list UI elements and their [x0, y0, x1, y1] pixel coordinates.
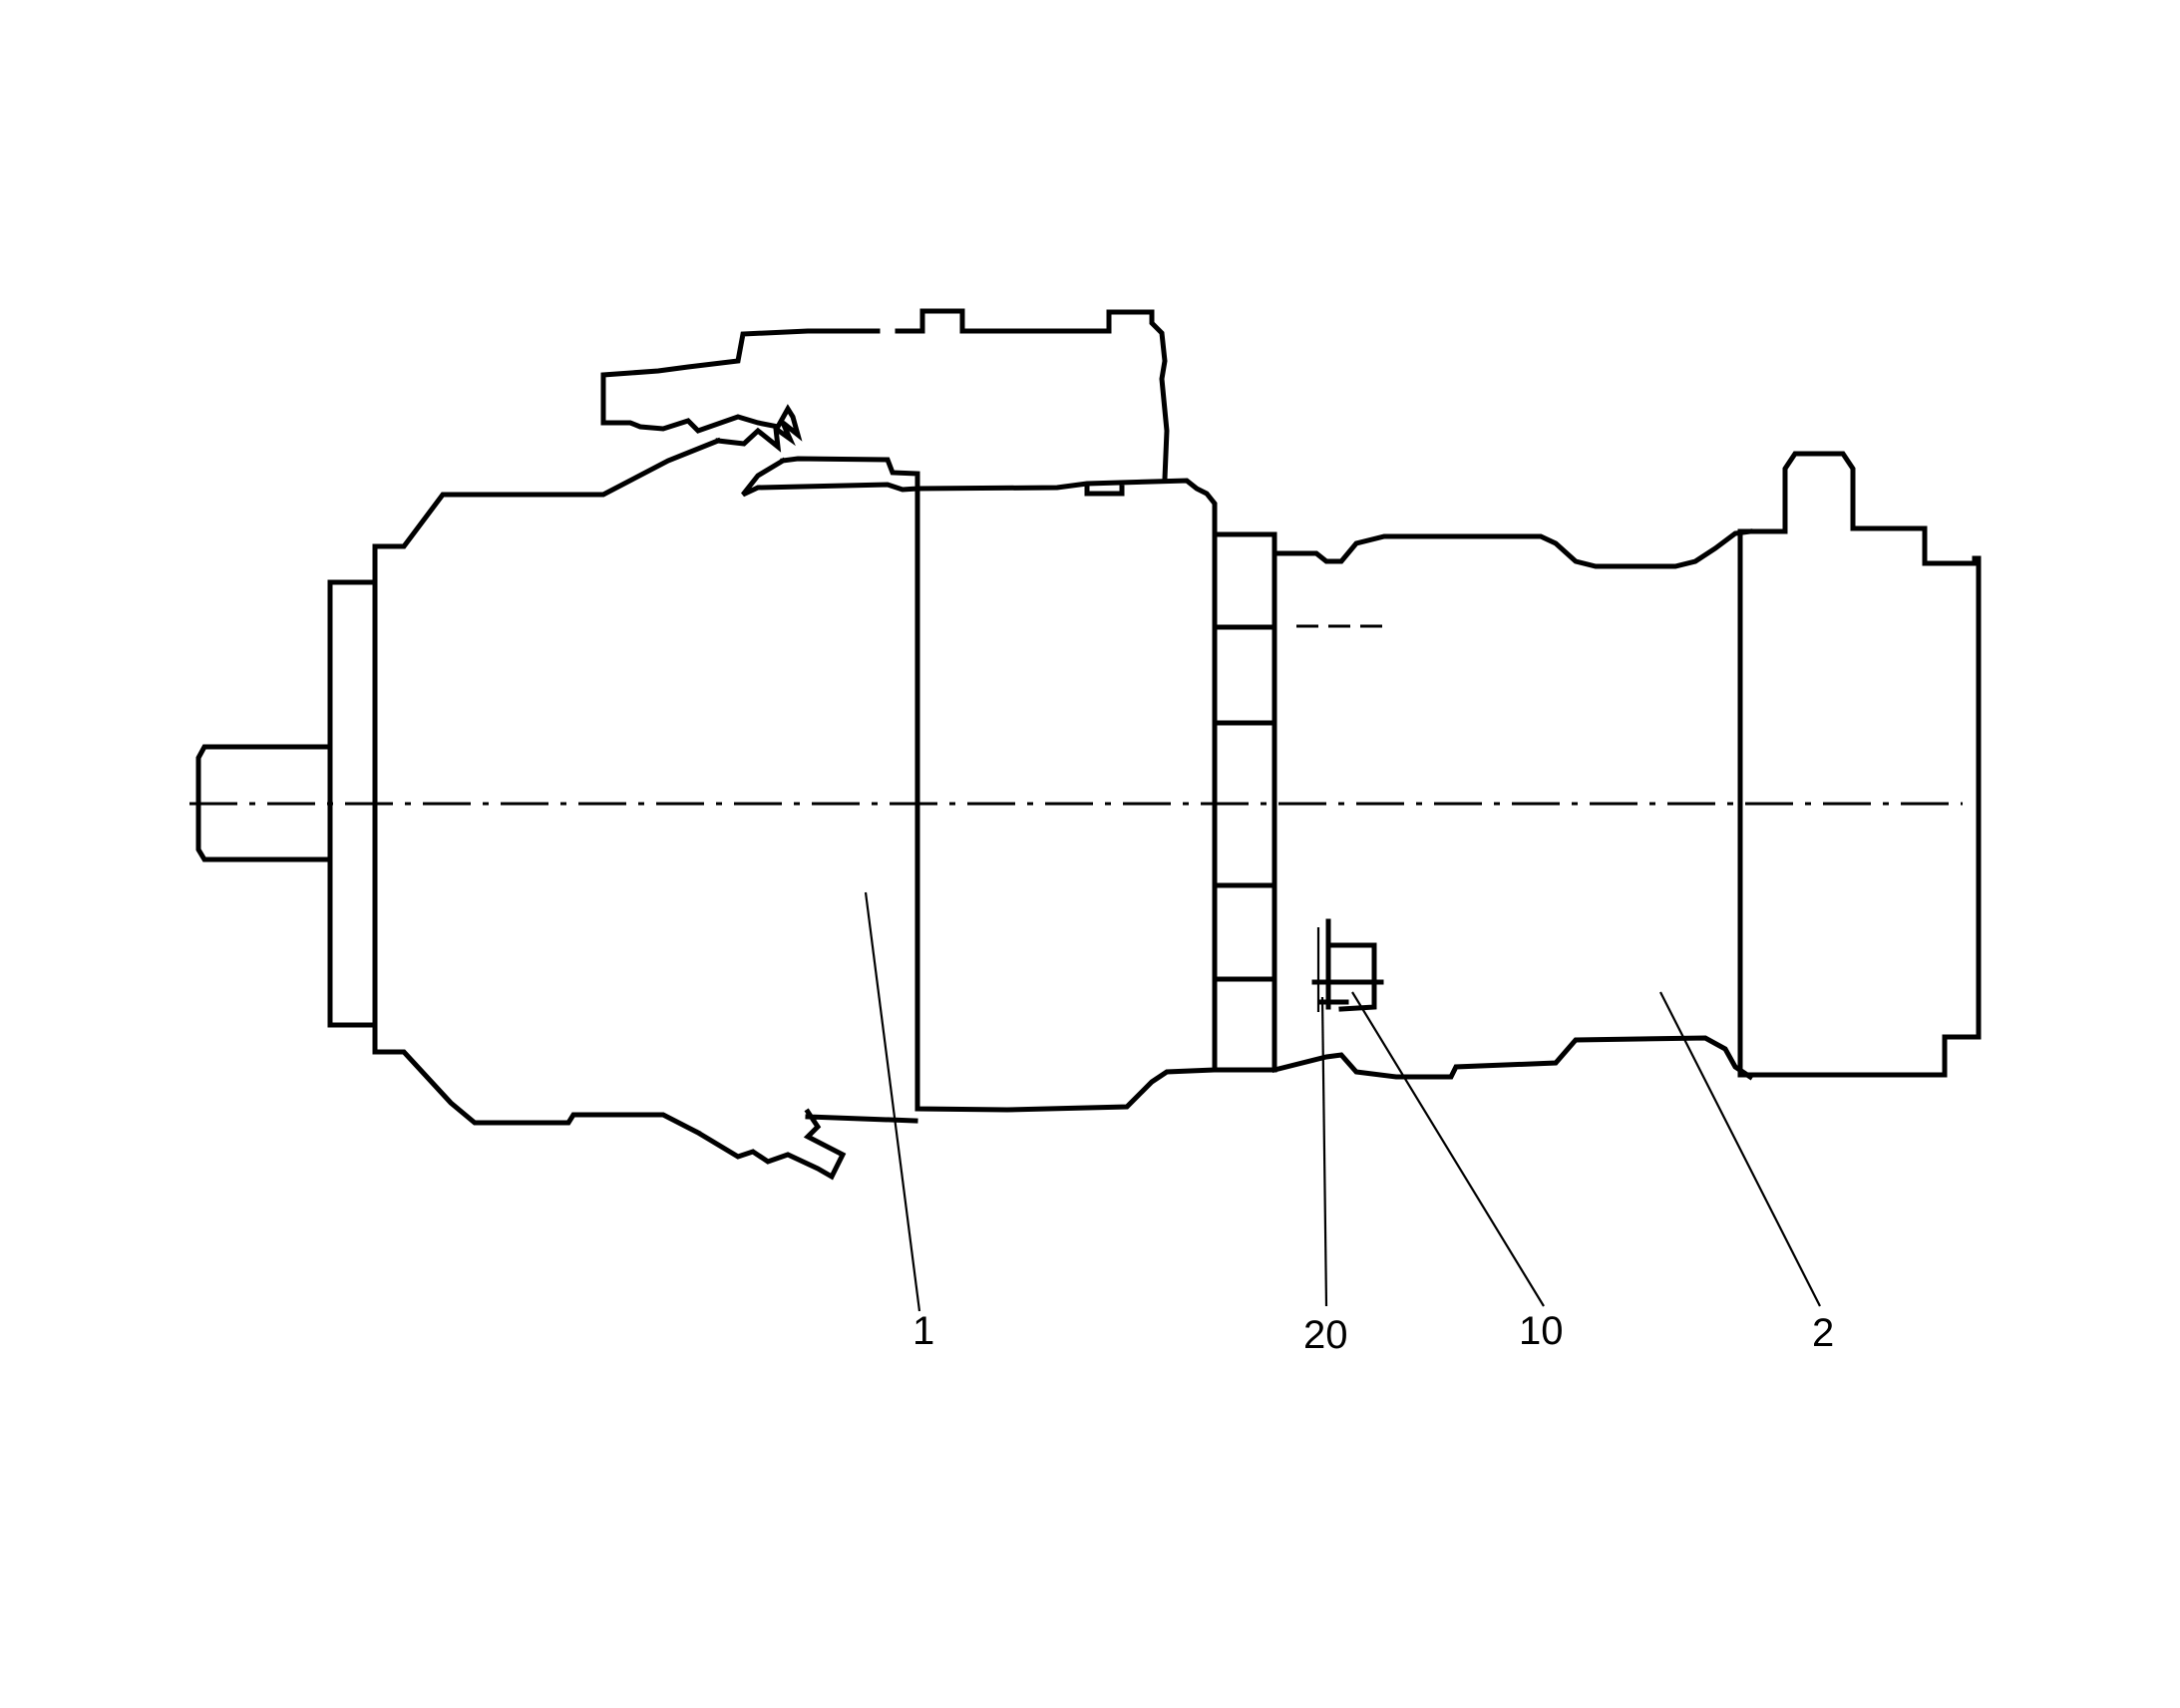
- leader-line-1: [864, 891, 921, 1312]
- upper-nozzle: [600, 328, 881, 453]
- leader-line-2: [1659, 991, 1821, 1307]
- callout-2: 2: [1812, 1311, 1834, 1355]
- port-fitting: [1311, 918, 1384, 1012]
- center-section: [914, 478, 1218, 1113]
- callout-20: 20: [1303, 1313, 1348, 1357]
- callout-10: 10: [1519, 1309, 1564, 1353]
- leader-line-10: [1351, 991, 1545, 1307]
- motor-housing: [1271, 528, 1754, 1081]
- pump-housing: [372, 437, 918, 1181]
- coupling-segments: [1212, 624, 1277, 982]
- control-block: [895, 308, 1170, 482]
- control-block-base: [741, 456, 920, 498]
- leader-line-20: [1320, 996, 1328, 1307]
- callout-1: 1: [912, 1309, 934, 1353]
- center-section-notch: [1084, 485, 1125, 497]
- end-cap: [1737, 451, 1982, 1078]
